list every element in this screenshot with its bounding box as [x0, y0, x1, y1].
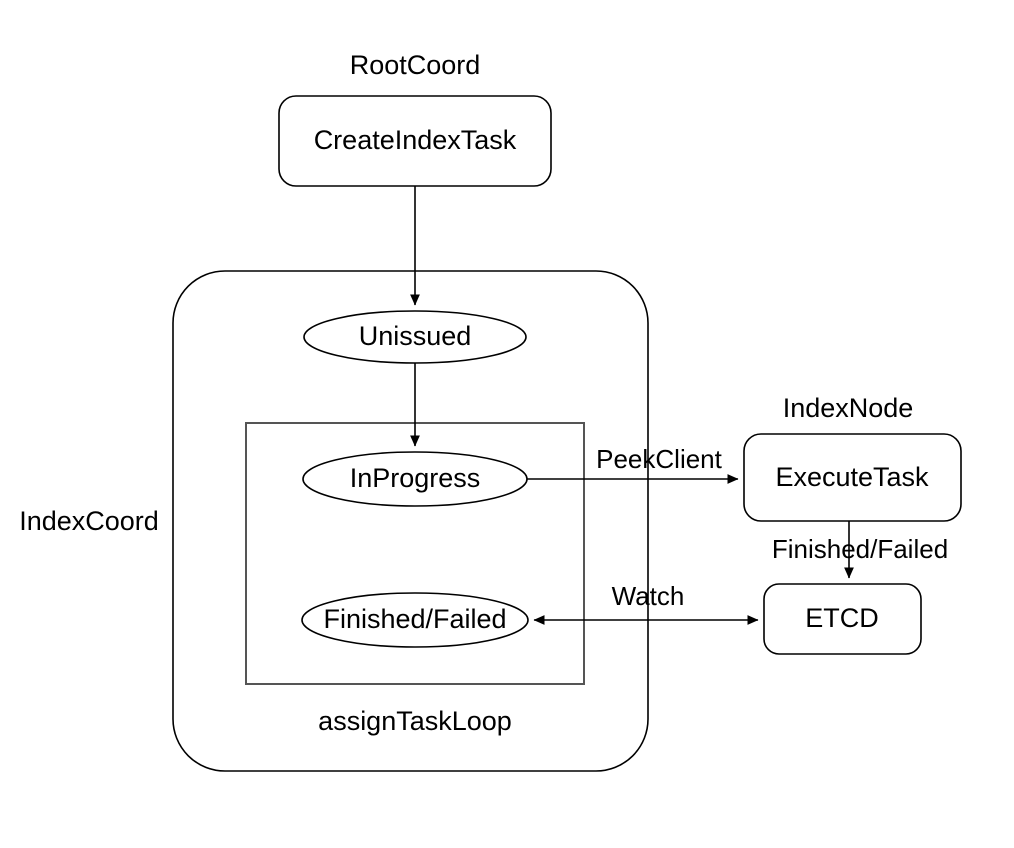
node-in-progress[interactable]: InProgress: [302, 451, 528, 507]
node-shape-in-progress[interactable]: [302, 451, 528, 507]
node-label-unissued: Unissued: [359, 321, 472, 351]
node-create-index-task[interactable]: CreateIndexTask: [278, 95, 552, 187]
edge-executetask-to-etcd: Finished/Failed: [772, 521, 948, 579]
edge-label-watch: Watch: [612, 581, 685, 611]
group-label-rootcoord: RootCoord: [350, 50, 481, 80]
node-finished-failed[interactable]: Finished/Failed: [301, 592, 529, 648]
group-label-assigntaskloop: assignTaskLoop: [318, 706, 512, 736]
node-shape-create-index-task[interactable]: [278, 95, 552, 187]
edge-label-finished-failed: Finished/Failed: [772, 534, 948, 564]
group-label-indexcoord: IndexCoord: [19, 506, 159, 536]
node-execute-task[interactable]: ExecuteTask: [743, 433, 962, 522]
node-label-etcd: ETCD: [805, 603, 879, 633]
node-label-execute-task: ExecuteTask: [775, 462, 929, 492]
indexcoord-boundary: [172, 270, 649, 772]
node-shape-etcd[interactable]: [763, 583, 922, 655]
node-shape-execute-task[interactable]: [743, 433, 962, 522]
node-unissued[interactable]: Unissued: [303, 310, 527, 364]
node-shape-unissued[interactable]: [303, 310, 527, 364]
node-label-in-progress: InProgress: [350, 463, 481, 493]
node-etcd[interactable]: ETCD: [763, 583, 922, 655]
node-shape-finished-failed[interactable]: [301, 592, 529, 648]
edge-etcd-to-finishedfailed: Watch: [533, 581, 759, 625]
edge-label-peekclient: PeekClient: [596, 444, 723, 474]
node-label-finished-failed: Finished/Failed: [323, 604, 506, 634]
group-label-indexnode: IndexNode: [783, 393, 914, 423]
group-indexcoord-container: [172, 270, 649, 772]
node-label-create-index-task: CreateIndexTask: [314, 125, 517, 155]
edge-inprogress-to-executetask: PeekClient: [527, 444, 739, 484]
